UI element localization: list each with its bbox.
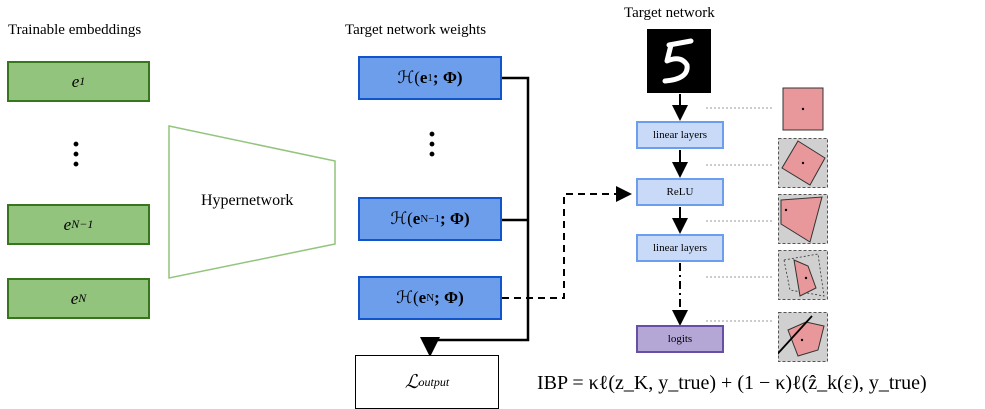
target-network-heading: Target network: [624, 5, 715, 21]
relu-layer: ReLU: [636, 178, 724, 206]
input-box-thumbnail: [782, 87, 824, 131]
linear2-polytope-thumbnail: [778, 250, 828, 300]
hypernetwork-shape: [168, 125, 336, 279]
hypernetwork-label: Hypernetwork: [201, 192, 294, 209]
target-network-weights-heading: Target network weights: [345, 22, 487, 38]
weight-1-to-loss: [420, 76, 530, 357]
linear-layers-1: linear layers: [636, 121, 724, 149]
trainable-embeddings-heading: Trainable embeddings: [8, 22, 142, 38]
logits-polytope-thumbnail: [778, 312, 828, 362]
ibp-formula: IBP = κℓ(z_K, y_true) + (1 − κ)ℓ(ẑ_k(ε),…: [537, 372, 927, 394]
weight-n-to-relu: [502, 186, 632, 299]
linear-layers-2: linear layers: [636, 234, 724, 262]
linear1-polytope-thumbnail: [778, 138, 828, 188]
relu-polytope-thumbnail: [778, 194, 828, 244]
embeddings-ellipsis: ···: [71, 128, 82, 181]
logits-layer: logits: [636, 325, 724, 353]
weights-ellipsis: ···: [427, 118, 438, 171]
mnist-digit-image: [647, 29, 711, 93]
